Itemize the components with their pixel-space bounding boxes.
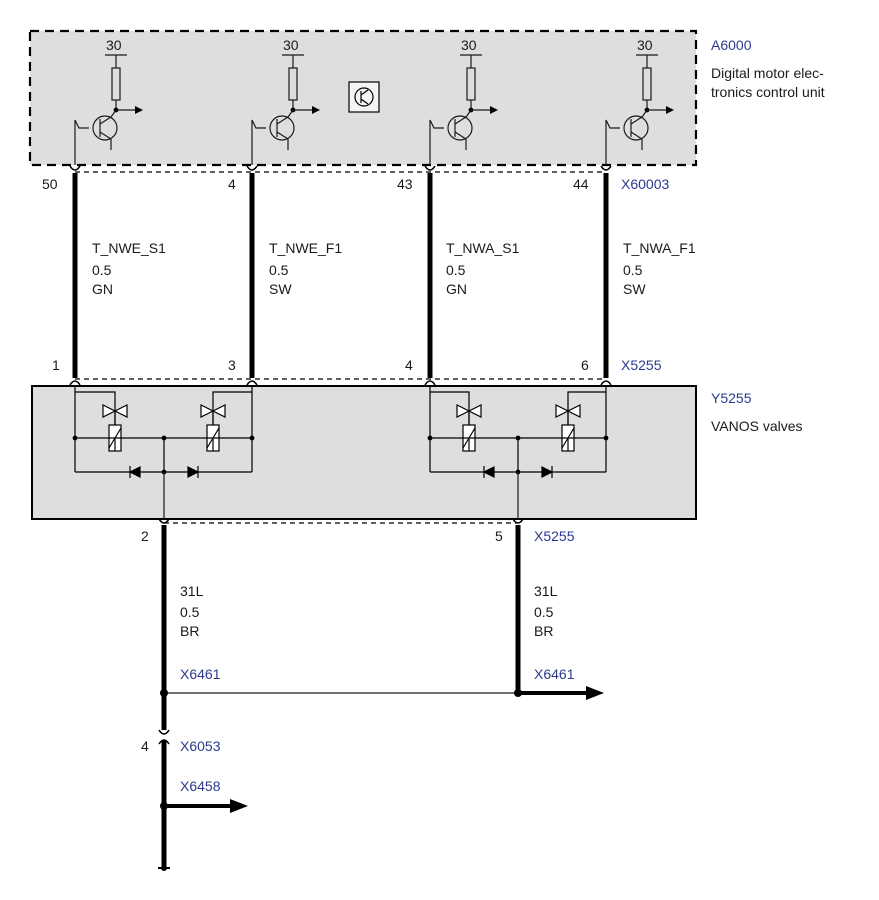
- pin-label-3: 3: [228, 357, 236, 373]
- supply-label-3: 30: [461, 37, 477, 53]
- splice-x6461-left-label: X6461: [180, 666, 221, 682]
- pin-label-4-top: 4: [228, 176, 236, 192]
- ground-terminal-icon: [158, 865, 170, 871]
- arrow-right-icon: [230, 799, 248, 813]
- wire-color-1: GN: [92, 281, 113, 297]
- wire-color-4: SW: [623, 281, 646, 297]
- wire-label-group-2: T_NWE_F1 0.5 SW: [269, 240, 342, 297]
- valve-symbol-icon: [456, 404, 581, 425]
- connector-x5255-top-pins: [69, 380, 612, 386]
- pin-label-44: 44: [573, 176, 589, 192]
- splice-x6461-left-dot: [160, 689, 168, 697]
- connector-x60003-id: X60003: [621, 176, 669, 192]
- wire-color-3: GN: [446, 281, 467, 297]
- connector-x6053-id: X6053: [180, 738, 221, 754]
- control-unit-name-line2: tronics control unit: [711, 84, 825, 100]
- splice-x6461-right-label: X6461: [534, 666, 575, 682]
- wire-color-2: SW: [269, 281, 292, 297]
- valve-box-id: Y5255: [711, 390, 752, 406]
- pin-label-4-valve: 4: [405, 357, 413, 373]
- ground-wire-name-1: 31L: [180, 583, 204, 599]
- pin-label-50: 50: [42, 176, 58, 192]
- wire-size-4: 0.5: [623, 262, 643, 278]
- wire-label-group-4: T_NWA_F1 0.5 SW: [623, 240, 696, 297]
- valve-box-name: VANOS valves: [711, 418, 803, 434]
- ground-wire-label-left: 31L 0.5 BR: [180, 583, 204, 639]
- wire-size-2: 0.5: [269, 262, 289, 278]
- supply-label-1: 30: [106, 37, 122, 53]
- diode-icon: [482, 466, 554, 478]
- wire-name-1: T_NWE_S1: [92, 240, 166, 256]
- pin-label-6: 6: [581, 357, 589, 373]
- arrow-right-icon: [586, 686, 604, 700]
- wire-name-2: T_NWE_F1: [269, 240, 342, 256]
- pin-label-5: 5: [495, 528, 503, 544]
- ground-wire-size-2: 0.5: [534, 604, 554, 620]
- wire-label-group-1: T_NWE_S1 0.5 GN: [92, 240, 166, 297]
- ground-wire-color-1: BR: [180, 623, 199, 639]
- valve-box: [31, 385, 697, 520]
- supply-label-4: 30: [637, 37, 653, 53]
- ground-wire-color-2: BR: [534, 623, 553, 639]
- splice-x6458-label: X6458: [180, 778, 221, 794]
- transistor-cell-1: [74, 54, 143, 165]
- pin-label-2: 2: [141, 528, 149, 544]
- diode-icon: [128, 466, 200, 478]
- wire-size-1: 0.5: [92, 262, 112, 278]
- connector-x6053-pin-label: 4: [141, 738, 149, 754]
- connector-x60003-pins: [69, 165, 612, 171]
- connector-x5255-top-id: X5255: [621, 357, 662, 373]
- connector-x5255-bottom-pins: [158, 518, 524, 524]
- valve-symbol-icon: [102, 404, 226, 425]
- wire-name-4: T_NWA_F1: [623, 240, 696, 256]
- pin-label-43: 43: [397, 176, 413, 192]
- valve-pair-left-dots: [72, 435, 255, 475]
- wire-label-group-3: T_NWA_S1 0.5 GN: [446, 240, 520, 297]
- connector-x6053-pin: [158, 729, 170, 745]
- ground-wire-name-2: 31L: [534, 583, 558, 599]
- transistor-cell-4: [605, 54, 674, 165]
- control-unit-id: A6000: [711, 37, 752, 53]
- transistor-cell-3: [429, 54, 498, 165]
- ground-wire-size-1: 0.5: [180, 604, 200, 620]
- supply-label-2: 30: [283, 37, 299, 53]
- transistor-cell-2: [251, 54, 320, 165]
- wire-size-3: 0.5: [446, 262, 466, 278]
- pin-label-1: 1: [52, 357, 60, 373]
- wire-name-3: T_NWA_S1: [446, 240, 520, 256]
- ecu-symbol-icon: [348, 81, 380, 113]
- ground-wire-label-right: 31L 0.5 BR: [534, 583, 558, 639]
- connector-x5255-bottom-id: X5255: [534, 528, 575, 544]
- control-unit-name-line1: Digital motor elec-: [711, 65, 824, 81]
